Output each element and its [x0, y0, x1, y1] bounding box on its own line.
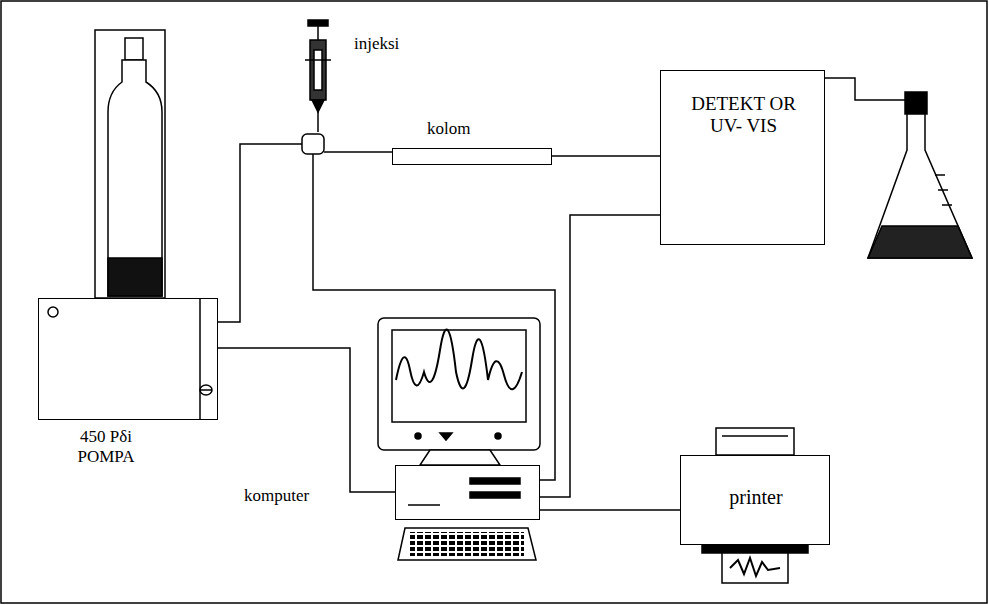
- node-label: kolom: [427, 119, 517, 139]
- injection-valve: [302, 134, 324, 154]
- injector-valve: injeksi: [302, 134, 324, 154]
- column-tube: kolom: [392, 148, 552, 165]
- node-label: 450 Pδi POMPA: [67, 427, 145, 466]
- printer-box: printer: [680, 455, 830, 545]
- node-label: DETEKT OR UV- VIS: [681, 93, 806, 137]
- connector-line: [218, 348, 395, 492]
- keyboard: [398, 528, 536, 560]
- node-label: printer: [691, 486, 821, 509]
- computer-monitor: [378, 318, 540, 465]
- computer-case: komputer: [395, 465, 540, 520]
- connector-line: [552, 155, 660, 157]
- connector-line: [313, 154, 555, 480]
- pump-box: 450 Pδi POMPA: [38, 298, 218, 420]
- connector-line: [218, 144, 302, 322]
- node-label: komputer: [244, 486, 344, 506]
- pump-details: [48, 298, 212, 420]
- connector-line: [540, 215, 660, 497]
- connector-line: [540, 509, 680, 511]
- connector-line: [324, 151, 392, 153]
- solvent-bottle: [95, 30, 165, 298]
- node-label: injeksi: [354, 34, 434, 54]
- computer-case-details: [408, 478, 520, 505]
- waste-line: [825, 78, 905, 100]
- syringe: [305, 20, 331, 132]
- detector-box: DETEKT OR UV- VIS: [660, 70, 825, 245]
- waste-flask: [868, 92, 972, 258]
